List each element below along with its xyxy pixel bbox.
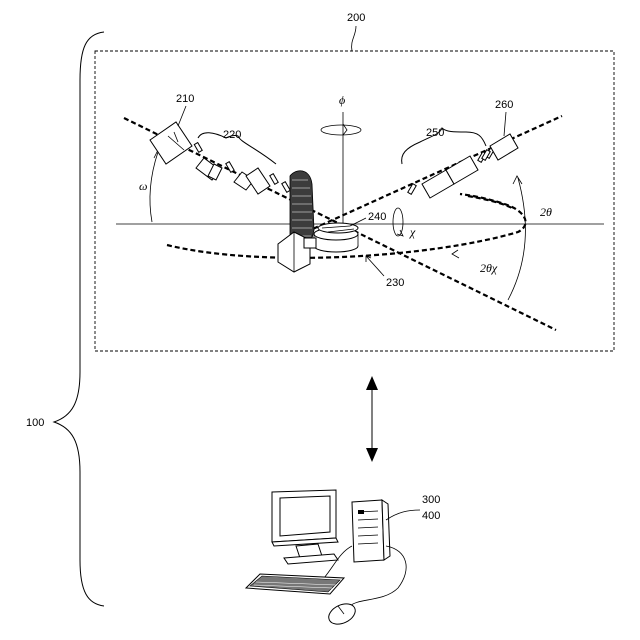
source-label: 210	[176, 93, 194, 105]
chi-rotation-arrow	[393, 208, 403, 236]
source-leader	[178, 106, 186, 126]
apparatus-leader	[352, 26, 356, 51]
chi-symbol: χ	[409, 225, 416, 239]
receiving-optics-label: 250	[426, 127, 444, 139]
apparatus-frame	[95, 51, 614, 351]
computer-leader	[386, 510, 420, 520]
two-theta-chi-symbol: 2θχ	[480, 261, 498, 275]
phi-symbol: ϕ	[339, 93, 345, 107]
computer	[246, 490, 406, 628]
system-brace	[54, 32, 104, 606]
omega-symbol: ω	[139, 179, 147, 193]
incident-optics-label: 220	[223, 129, 241, 141]
communication-double-arrow	[366, 376, 378, 462]
detector-leader	[504, 112, 506, 136]
left-arc-upper	[468, 196, 512, 208]
detector	[482, 134, 518, 160]
phi-rotation-arrow	[321, 125, 361, 135]
two-theta-chi-arrowhead	[452, 250, 459, 258]
two-theta-arc	[508, 178, 525, 300]
system-label: 100	[26, 417, 44, 429]
apparatus-label: 200	[347, 12, 365, 24]
goniometer-leader	[366, 256, 384, 276]
detector-label: 260	[495, 99, 513, 111]
receiving-optics	[408, 148, 494, 198]
omega-arc	[150, 152, 158, 222]
computer-label-400: 400	[422, 510, 440, 522]
phi-rotation-arrowhead	[343, 124, 347, 135]
sample-leader	[350, 218, 366, 226]
goniometer-label: 230	[386, 277, 404, 289]
two-theta-arrowhead	[513, 176, 522, 184]
computer-label-300: 300	[422, 494, 440, 506]
incident-optics	[194, 143, 290, 194]
sample-label: 240	[368, 211, 386, 223]
two-theta-symbol: 2θ	[540, 205, 552, 219]
